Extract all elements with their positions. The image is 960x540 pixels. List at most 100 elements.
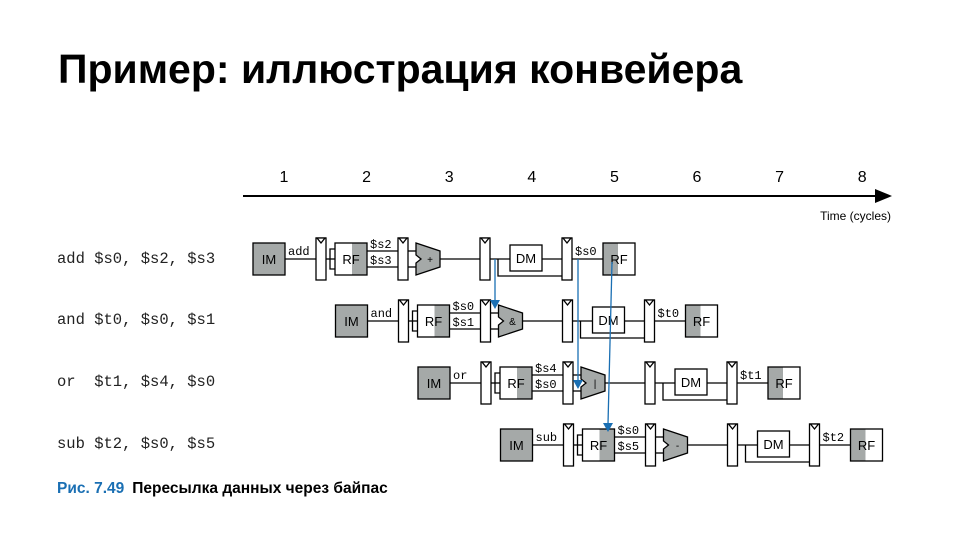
instruction-label: sub $t2, $s0, $s5 <box>57 435 216 453</box>
alu-op: | <box>594 379 597 390</box>
clock-triangle <box>479 237 491 245</box>
rf-read-shade <box>352 243 367 275</box>
pipeline-register <box>561 237 573 281</box>
pipeline-register <box>644 361 656 405</box>
source-reg-label: $s2 <box>370 238 392 252</box>
mem-bypass-wire <box>662 383 727 401</box>
data-memory <box>509 244 543 272</box>
dm-label: DM <box>763 437 783 452</box>
pipeline-register <box>726 361 738 405</box>
pipeline-register <box>315 237 327 281</box>
figure-caption: Рис. 7.49 Пересылка данных через байпас <box>57 480 388 498</box>
alu <box>415 242 441 276</box>
rf-label: RF <box>425 314 442 329</box>
rf-read-shade <box>599 429 615 461</box>
register-file-writeback <box>767 366 801 400</box>
opcode-label: and <box>371 307 393 321</box>
opcode-label: sub <box>536 431 558 445</box>
clock-triangle <box>480 361 492 369</box>
pipeline-register <box>479 299 492 343</box>
rf-write-bracket <box>411 310 418 332</box>
register-file <box>334 242 368 276</box>
rf-label: RF <box>858 438 875 453</box>
dest-reg-label: $t2 <box>823 431 845 445</box>
forwarding-arrowhead <box>603 423 613 432</box>
rf-write-bracket <box>576 434 583 456</box>
pipeline-register <box>479 237 491 281</box>
caption-text: Пересылка данных через байпас <box>132 480 388 497</box>
clock-triangle <box>809 423 820 431</box>
mem-bypass-wire <box>579 321 645 339</box>
register-file-writeback <box>849 428 884 462</box>
alu <box>662 428 689 462</box>
instruction-memory <box>334 304 369 338</box>
pipeline-register <box>397 299 410 343</box>
rf-read-shade <box>434 305 450 337</box>
alu-op: + <box>427 255 433 266</box>
source-reg-label: $s0 <box>453 300 475 314</box>
opcode-label: add <box>288 245 310 259</box>
alu-op: - <box>676 441 679 452</box>
source-reg-label: $s0 <box>535 378 557 392</box>
pipeline-register <box>480 361 492 405</box>
instruction-label: and $t0, $s0, $s1 <box>57 311 216 329</box>
dest-reg-label: $s0 <box>575 245 597 259</box>
rf-write-shade <box>768 367 783 399</box>
cycle-label: 4 <box>527 169 536 186</box>
slide-title: Пример: иллюстрация конвейера <box>58 46 743 92</box>
im-label: IM <box>427 376 441 391</box>
axis-arrowhead <box>875 189 892 203</box>
caption-number: Рис. 7.49 <box>57 480 125 497</box>
cycle-label: 7 <box>775 169 784 186</box>
instruction-memory <box>252 242 286 276</box>
clock-triangle <box>645 423 656 431</box>
cycle-label: 6 <box>693 169 702 186</box>
pipeline-register <box>561 299 574 343</box>
instruction-memory <box>417 366 451 400</box>
register-file-writeback <box>602 242 636 276</box>
dm-label: DM <box>598 313 618 328</box>
register-file-writeback <box>684 304 719 338</box>
data-memory <box>591 306 626 334</box>
dest-reg-label: $t1 <box>740 369 762 383</box>
forwarding-arrowhead <box>573 380 583 389</box>
cycle-label: 5 <box>610 169 619 186</box>
instruction-memory <box>499 428 534 462</box>
pipeline-register <box>562 361 574 405</box>
rf-write-shade <box>603 243 618 275</box>
dm-label: DM <box>516 251 536 266</box>
rf-write-shade <box>850 429 866 461</box>
rf-label: RF <box>342 252 359 267</box>
clock-triangle <box>644 299 655 307</box>
rf-label: RF <box>507 376 524 391</box>
cycle-label: 1 <box>280 169 289 186</box>
im-label: IM <box>344 314 358 329</box>
register-file <box>416 304 451 338</box>
data-memory <box>756 430 791 458</box>
data-memory <box>674 368 708 396</box>
mem-bypass-wire <box>497 259 562 277</box>
clock-triangle <box>315 237 327 245</box>
source-reg-label: $s1 <box>453 316 475 330</box>
pipeline-register <box>397 237 409 281</box>
dm-label: DM <box>681 375 701 390</box>
register-file <box>499 366 533 400</box>
clock-triangle <box>562 299 573 307</box>
instruction-label: add $s0, $s2, $s3 <box>57 250 216 268</box>
rf-write-bracket <box>494 372 500 394</box>
rf-read-shade <box>517 367 532 399</box>
forwarding-path <box>607 261 613 425</box>
clock-triangle <box>562 361 574 369</box>
rf-write-bracket <box>329 248 335 270</box>
cycle-label: 8 <box>858 169 867 186</box>
alu-op: & <box>509 317 516 328</box>
pipeline-register <box>643 299 656 343</box>
source-reg-label: $s3 <box>370 254 392 268</box>
pipeline-register <box>726 423 739 467</box>
clock-triangle <box>727 423 738 431</box>
instruction-label: or $t1, $s4, $s0 <box>57 373 216 391</box>
pipeline-register <box>562 423 575 467</box>
source-reg-label: $s0 <box>618 424 640 438</box>
clock-triangle <box>563 423 574 431</box>
